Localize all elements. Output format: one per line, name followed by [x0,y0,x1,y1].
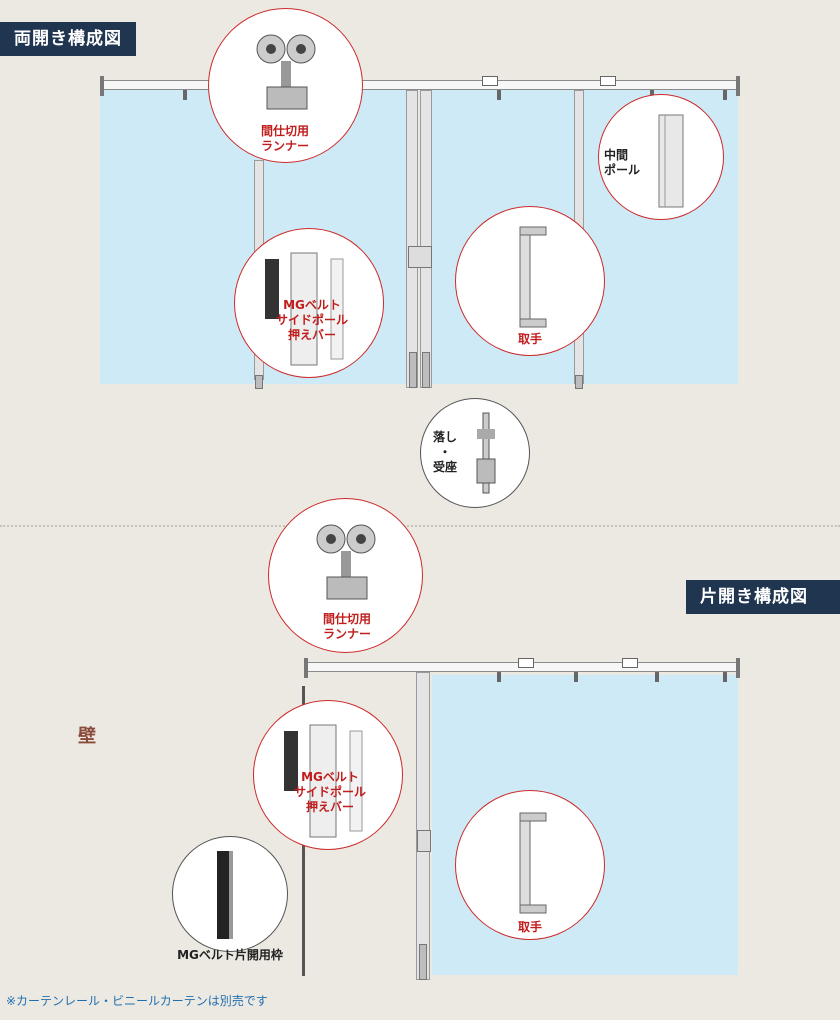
runner-label: 間仕切用 ランナー [322,612,371,641]
footnote: ※カーテンレール・ビニールカーテンは別売です [6,994,268,1008]
pole-bubble [598,94,724,220]
rail-hook [723,672,727,682]
curtain-rail-top [102,80,738,90]
rail-bracket [518,658,534,668]
frame-label: MGベルト片開用枠 [177,948,283,962]
handle-bubble [455,206,605,356]
door-latch [409,352,417,388]
pole-icon [658,114,684,208]
rail-bracket [622,658,638,668]
double-door-title: 両開き構成図 [0,22,136,56]
side-pole-icon [284,724,363,838]
handle-bubble [455,790,605,940]
handle-icon [519,812,547,914]
side-pole-label: MGベルト サイドポール 押えバー [293,770,366,814]
rail-end-right [736,658,740,678]
section-divider [0,525,840,527]
rail-hook [723,90,727,100]
handle-icon [519,226,547,328]
wall-label: 壁 [78,726,96,747]
rail-end-right [736,76,740,96]
rail-hook [497,672,501,682]
rail-end-left [100,76,104,96]
pole-foot [575,375,583,389]
door-pole-right [420,90,432,388]
handle-label: 取手 [517,332,542,346]
side-pole-bubble [234,228,384,378]
door-latch [419,944,427,980]
door-pole-single [416,672,430,980]
rail-bracket [600,76,616,86]
latch-label: 落し ・ 受座 [432,430,457,474]
handle-label: 取手 [517,920,542,934]
runner-bubble [268,498,423,653]
latch-icon [476,412,496,494]
side-pole-icon [265,252,344,366]
runner-icon [316,524,376,600]
frame-icon [217,851,233,939]
frame-bubble [172,836,288,952]
runner-icon [256,34,316,110]
door-handle-mount [408,246,432,268]
runner-bubble [208,8,363,163]
door-handle-mount [417,830,431,852]
rail-bracket [482,76,498,86]
single-door-title: 片開き構成図 [686,580,840,614]
pole-foot [255,375,263,389]
side-pole-label: MGベルト サイドポール 押えバー [275,298,348,342]
runner-label: 間仕切用 ランナー [260,124,309,153]
latch-bubble [420,398,530,508]
rail-end-left [304,658,308,678]
rail-hook [655,672,659,682]
door-pole-left [406,90,418,388]
pole-label: 中間 ポール [604,148,641,177]
side-pole-bubble [253,700,403,850]
rail-hook [183,90,187,100]
rail-hook [497,90,501,100]
rail-hook [574,672,578,682]
door-latch [422,352,430,388]
